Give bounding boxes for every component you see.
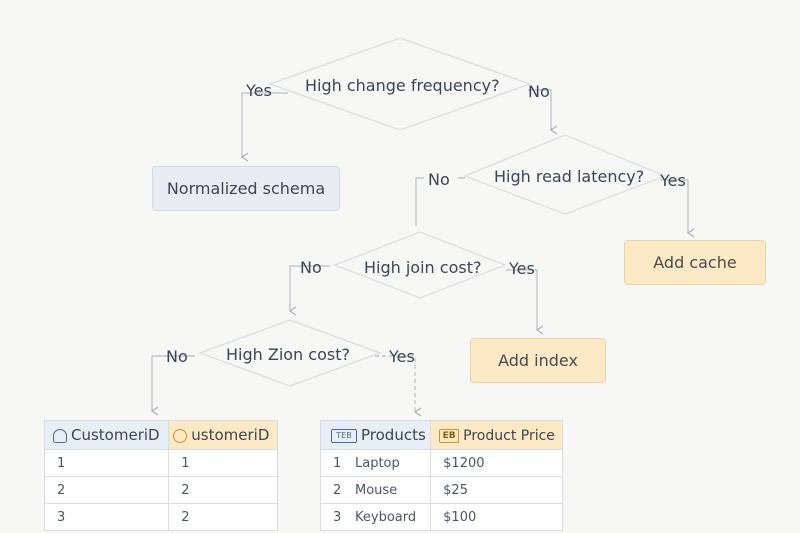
column-header-label: ustomeriD (191, 426, 270, 444)
decision-diamond-join-cost (333, 231, 507, 299)
label-d3-yes: Yes (509, 259, 535, 278)
connector-d4-yes (375, 355, 422, 417)
column-header-label: Products (361, 426, 426, 444)
table-header-cell: ustomeriD (168, 420, 278, 450)
table-cell: $100 (430, 503, 563, 531)
decision-question-join-cost: High join cost? (364, 258, 482, 277)
connector-d2-yes (660, 179, 695, 238)
table-cell: 2 (320, 476, 349, 504)
customer-table: CustomeriD ustomeriD 1 1 2 2 3 2 (43, 420, 278, 531)
table-cell: 1 (320, 449, 349, 477)
label-d1-yes: Yes (246, 81, 272, 100)
outcome-add-cache: Add cache (624, 240, 766, 285)
outcome-add-index-label: Add index (498, 351, 578, 370)
table-icon: TEB (331, 428, 357, 443)
label-d4-yes: Yes (389, 347, 415, 366)
connector-d2-no (415, 177, 465, 226)
table-cell: 3 (320, 503, 349, 531)
table-cell: 1 (168, 449, 278, 477)
table-row: 2 2 (43, 476, 278, 504)
table-row: 1 1 (43, 449, 278, 477)
table-row: 1 Laptop $1200 (320, 449, 563, 477)
table-header-cell: CustomeriD (43, 420, 170, 450)
table-cell: $25 (430, 476, 563, 504)
table-cell: 2 (43, 476, 170, 504)
label-d2-no: No (428, 170, 450, 189)
outcome-add-index: Add index (470, 338, 606, 383)
table-cell: 1 (43, 449, 170, 477)
table-cell: 2 (168, 476, 278, 504)
column-header-label: CustomeriD (71, 426, 160, 444)
outcome-normalized-schema-label: Normalized schema (166, 179, 326, 198)
connector-d1-no (528, 89, 558, 135)
decision-question-zion-cost: High Zion cost? (226, 345, 350, 364)
outcome-add-cache-label: Add cache (653, 253, 737, 272)
decision-question-read-latency: High read latency? (494, 167, 645, 186)
table-cell: 3 (43, 503, 170, 531)
key-icon (173, 428, 188, 443)
db-icon (53, 428, 67, 443)
connector-d3-no (288, 265, 330, 316)
connector-d3-yes (506, 269, 544, 335)
table-cell: $1200 (430, 449, 563, 477)
label-d4-no: No (166, 347, 188, 366)
label-d2-yes: Yes (660, 171, 686, 190)
table-row: 3 Keyboard $100 (320, 503, 563, 531)
decision-diamond-read-latency (463, 134, 667, 215)
column-header-label: Product Price (463, 428, 555, 444)
connector-d4-no (150, 355, 195, 416)
table-row: 3 2 (43, 503, 278, 531)
table-cell: 2 (168, 503, 278, 531)
table-cell: Mouse (349, 476, 432, 504)
connector-d1-yes (240, 92, 288, 162)
decision-diamond-change-frequency (268, 37, 532, 131)
table-cell: Keyboard (349, 503, 432, 531)
label-d1-no: No (528, 82, 550, 101)
outcome-normalized-schema: Normalized schema (152, 166, 340, 211)
decision-diamond-zion-cost (198, 319, 382, 387)
label-d3-no: No (300, 258, 322, 277)
decision-question-change-frequency: High change frequency? (305, 76, 500, 95)
table-header-row: CustomeriD ustomeriD (43, 420, 278, 450)
table-row: 2 Mouse $25 (320, 476, 563, 504)
eb-icon: EB (439, 428, 460, 443)
table-cell: Laptop (349, 449, 432, 477)
table-header-cell: TEB Products (319, 420, 432, 450)
